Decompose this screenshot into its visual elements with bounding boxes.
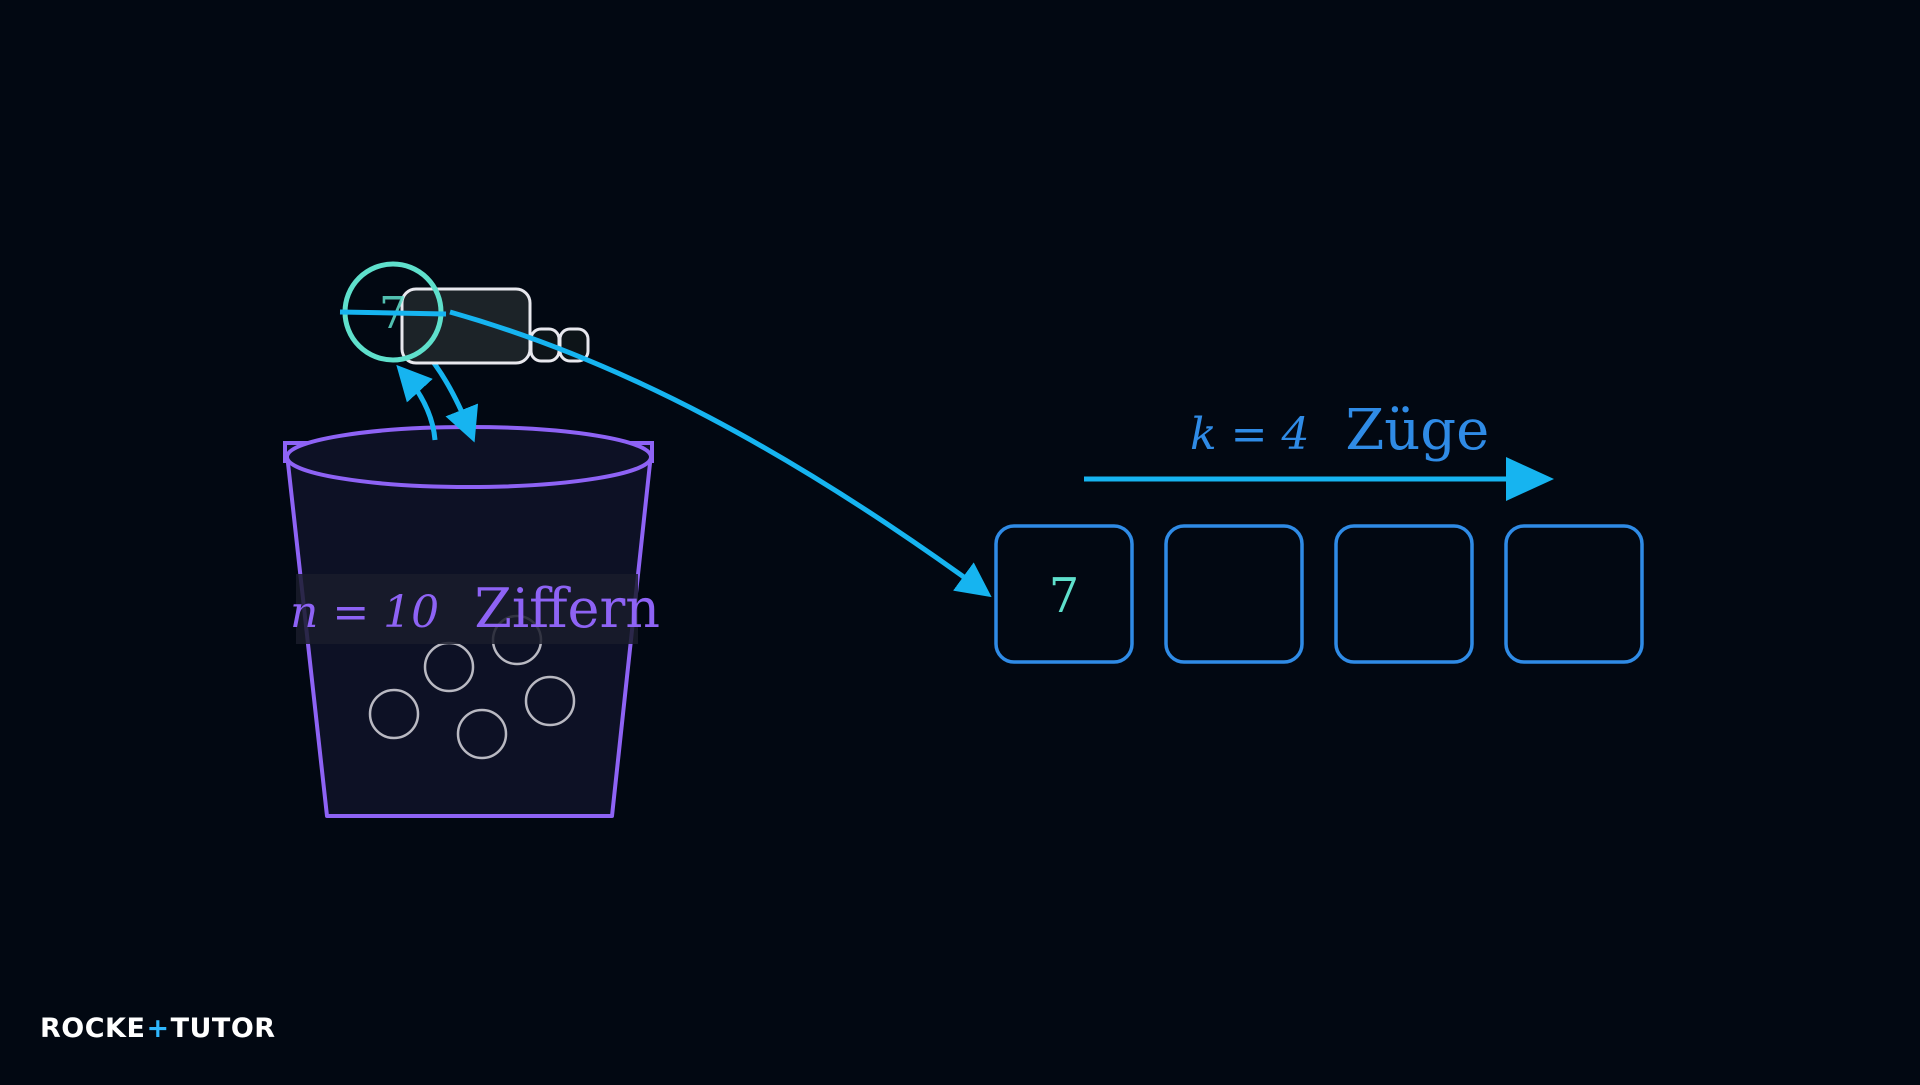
urn-label-backdrop [296, 574, 638, 644]
urn-label-math: n = 10 [290, 587, 439, 638]
ball [524, 675, 576, 727]
draws-arrow-head [1506, 457, 1554, 501]
slot-1-value: 7 [1049, 568, 1080, 624]
slot-1 [994, 524, 1134, 664]
slot-3 [1334, 524, 1474, 664]
ball [368, 688, 420, 740]
logo-part1: ROCKE [40, 1012, 146, 1044]
arrow-to-slot [449, 309, 992, 598]
ball [456, 708, 508, 760]
slot-2 [1164, 524, 1304, 664]
arrow-draw-up [396, 364, 438, 441]
logo-plus: + [146, 1012, 170, 1044]
urn: n = 10 Ziffern [283, 425, 660, 818]
draws-label-math: k = 4 [1190, 409, 1310, 460]
logo-part3: R [254, 1012, 276, 1044]
arrow-tail [339, 309, 447, 317]
slots: 7 [994, 524, 1644, 664]
hand-palm [400, 287, 532, 365]
urn-rim [285, 425, 653, 489]
urn-label-word: Ziffern [474, 577, 660, 640]
slot-4 [1504, 524, 1644, 664]
draws-label: k = 4 Züge [1190, 398, 1489, 463]
logo-part2: TUTO [170, 1012, 255, 1044]
draws-label-word: Züge [1345, 398, 1489, 463]
urn-label: n = 10 Ziffern [290, 577, 660, 640]
